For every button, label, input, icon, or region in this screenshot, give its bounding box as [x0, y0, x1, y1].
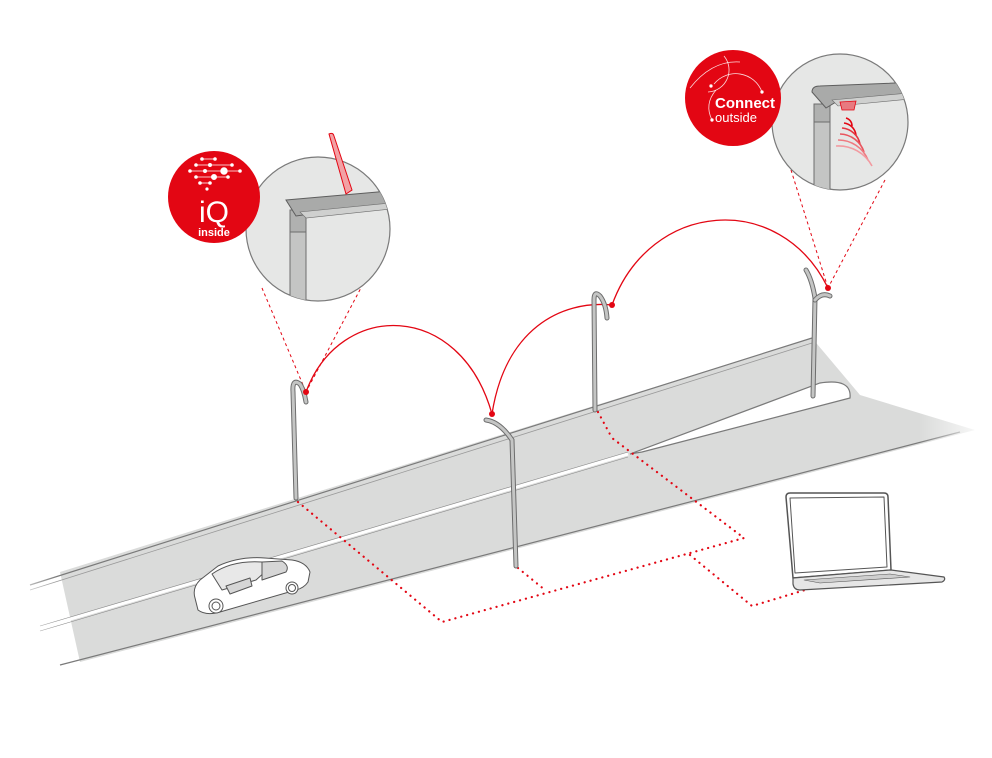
network-nodes	[303, 285, 831, 417]
street-poles	[290, 267, 833, 569]
node-dot	[489, 411, 495, 417]
network-nodes-icon	[188, 157, 242, 191]
node-dot	[303, 389, 309, 395]
wireless-link-3	[611, 219, 829, 306]
wireless-link-1	[305, 324, 493, 415]
wireless-signal-icon	[835, 117, 873, 167]
zoom-view-antenna-luminaire	[245, 132, 391, 302]
iq-inside-badge: iQ inside	[168, 151, 260, 243]
cable-pole-2	[516, 566, 547, 592]
connect-outside-badge: Connect outside	[685, 50, 781, 146]
street-pole	[483, 417, 519, 569]
connect-badge-subtitle: outside	[715, 110, 757, 125]
connect-badge-title: Connect	[715, 95, 775, 112]
street-pole	[290, 379, 309, 501]
street-pole	[803, 267, 833, 399]
cable-laptop	[688, 553, 807, 608]
car-icon	[193, 557, 311, 615]
antenna-icon	[328, 132, 353, 195]
street-pole	[591, 291, 610, 413]
zoom-callout-lines	[261, 169, 886, 393]
laptop-icon	[785, 492, 946, 591]
node-dot	[825, 285, 831, 291]
orbit-lines-icon	[689, 55, 764, 122]
wired-network	[296, 410, 807, 624]
zoom-view-sensor-luminaire	[771, 53, 909, 191]
iq-badge-title: iQ	[199, 196, 229, 229]
cable-pole-3	[596, 410, 614, 440]
node-dot	[609, 302, 615, 308]
iq-badge-subtitle: inside	[198, 227, 230, 239]
